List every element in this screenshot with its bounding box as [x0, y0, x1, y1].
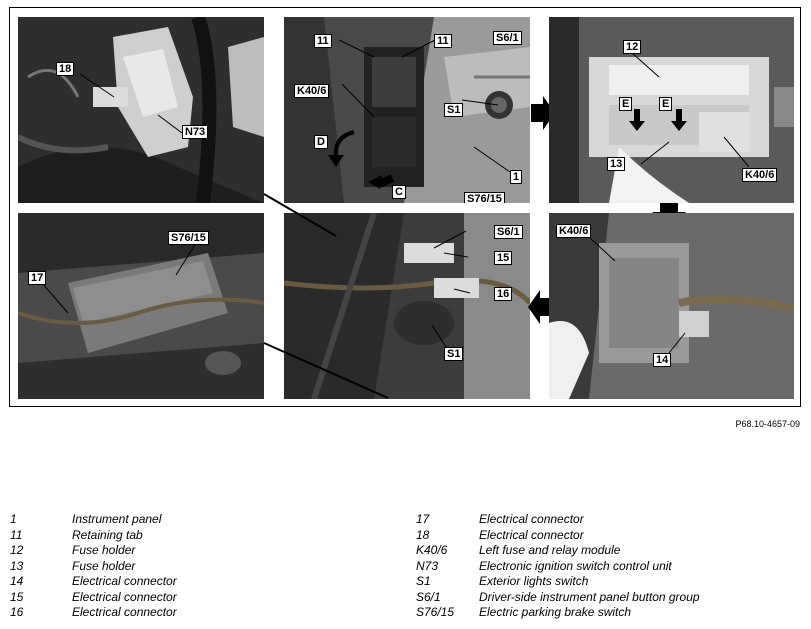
legend-item-number: K40/6	[416, 543, 448, 557]
legend-item-text: Fuse holder	[72, 543, 136, 557]
legend-item-text: Exterior lights switch	[479, 574, 589, 588]
legend-item-number: 17	[416, 512, 430, 526]
callout-s1: S1	[444, 103, 464, 117]
callout-k40-6-p3: K40/6	[742, 168, 778, 182]
legend-item: S1 Exterior lights switch	[0, 574, 811, 589]
legend-item: K40/6 Left fuse and relay module	[0, 543, 811, 558]
legend-item-text: Electrical connector	[72, 589, 177, 604]
legend-item: 16 Electrical connector	[0, 605, 811, 620]
legend-item: 11 Retaining tab	[0, 528, 811, 543]
callout-k40-6: K40/6	[294, 84, 330, 98]
callout-11a: 11	[314, 34, 332, 48]
callout-d: D	[314, 135, 328, 149]
photo-panel-fuse: 12 E E 13 K40/6	[549, 17, 794, 203]
legend-item-number: 12	[10, 543, 24, 557]
legend-item: S76/15 Electric parking brake switch	[0, 605, 811, 620]
legend-item-number: S1	[416, 574, 431, 588]
callout-18: 18	[56, 62, 75, 76]
callout-c: C	[392, 185, 406, 199]
leader-lines-p6	[588, 236, 686, 354]
callout-s6-1-p5: S6/1	[494, 225, 523, 239]
legend-item: S6/1 Driver-side instrument panel button …	[0, 590, 811, 605]
legend-item-text: Electrical connector	[479, 512, 584, 526]
legend-item-number: 1	[10, 512, 17, 526]
legend-item-text: Instrument panel	[72, 512, 162, 526]
legend-item-text: Fuse holder	[72, 558, 136, 573]
legend-item-text: Electronic ignition switch control unit	[479, 558, 672, 573]
callout-s1-p5: S1	[444, 347, 464, 361]
callout-s76-15: S76/15	[464, 192, 505, 203]
step-arrow-left	[528, 290, 552, 324]
legend-item-number: 18	[416, 527, 430, 542]
leader-lines-p3	[629, 51, 750, 168]
legend-item: 14 Electrical connector	[0, 574, 811, 589]
legend-item-number: N73	[416, 558, 439, 573]
legend-item-number: 13	[10, 558, 24, 573]
leader-lines-p4	[41, 242, 197, 314]
legend-item: 15 Electrical connector	[0, 590, 811, 605]
zoom-connector-lines	[263, 193, 389, 399]
legend-item-number: S6/1	[416, 589, 441, 604]
callout-1: 1	[510, 170, 523, 184]
legend-item-number: S76/15	[416, 605, 455, 619]
photo-panel-n73: 18 N73	[18, 17, 264, 203]
legend-item-text: Left fuse and relay module	[479, 543, 621, 557]
legend-item: 1 Instrument panel	[0, 512, 811, 527]
legend-item-text: Electrical connector	[72, 574, 177, 588]
callout-s76-15-p4: S76/15	[168, 231, 209, 245]
legend-item-number: 14	[10, 574, 24, 588]
callout-11b: 11	[434, 34, 452, 48]
photo-panel-module: K40/6 14	[549, 213, 794, 399]
leader-lines-p2	[328, 39, 511, 189]
photo-instrument-illustration	[284, 17, 530, 203]
legend-item: N73 Electronic ignition switch control un…	[0, 559, 811, 574]
callout-14: 14	[653, 353, 672, 367]
callout-e-left: E	[619, 97, 633, 111]
legend-item: 18 Electrical connector	[0, 528, 811, 543]
legend-item-number: 16	[10, 605, 24, 619]
photo-panel-parking-brake: S76/15 17	[18, 213, 264, 399]
legend-item: 12 Fuse holder	[0, 543, 811, 558]
leader-lines-p1	[79, 73, 183, 134]
callout-e-right: E	[659, 97, 673, 111]
photo-panel-connectors: S6/1 15 16 S1	[284, 213, 530, 399]
photo-parking-brake-illustration	[18, 213, 264, 399]
photo-n73-illustration	[18, 17, 264, 203]
legend-item-text: Electrical connector	[72, 605, 177, 619]
legend-item-text: Electrical connector	[479, 527, 584, 542]
legend-item-text: Retaining tab	[72, 527, 143, 542]
callout-13: 13	[607, 157, 626, 171]
figure-frame: 18 N73	[9, 7, 801, 407]
callout-12: 12	[623, 40, 642, 54]
callout-k40-6-p6: K40/6	[556, 224, 592, 238]
legend-item-text: Electric parking brake switch	[479, 605, 632, 619]
legend-item: 13 Fuse holder	[0, 559, 811, 574]
legend-item-number: 15	[10, 589, 24, 604]
legend-item: 17 Electrical connector	[0, 512, 811, 527]
callout-15: 15	[494, 251, 513, 265]
callout-s6-1: S6/1	[493, 31, 522, 45]
photo-connectors-illustration	[284, 213, 530, 399]
legend-item-number: 11	[10, 527, 23, 542]
legend-item-text: Driver-side instrument panel button grou…	[479, 589, 700, 604]
photo-panel-instrument: 11 11 S6/1 K40/6 S1 D 1 C S76/15	[284, 17, 530, 203]
callout-17: 17	[28, 271, 47, 285]
photo-module-illustration	[549, 213, 794, 399]
figure-reference: P68.10-4657-09	[735, 419, 800, 429]
callout-16: 16	[494, 287, 513, 301]
callout-n73: N73	[182, 125, 209, 139]
